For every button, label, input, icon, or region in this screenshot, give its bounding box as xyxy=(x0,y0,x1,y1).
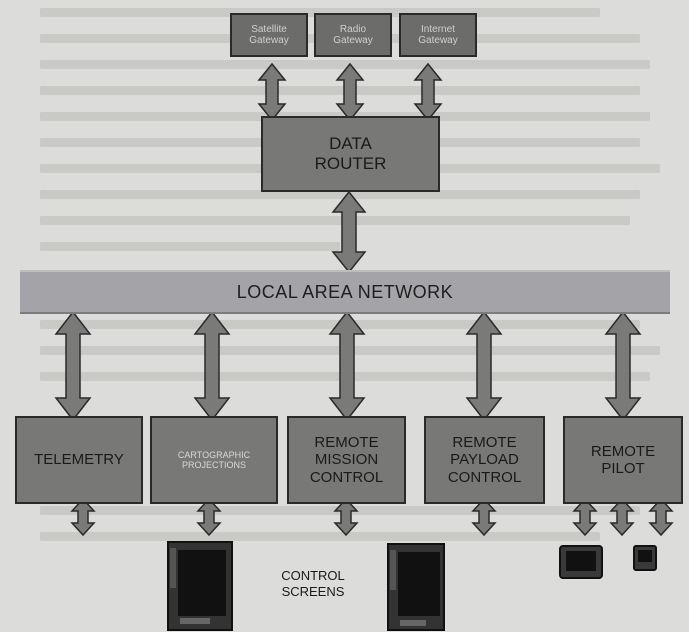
monitor-icon xyxy=(167,541,233,631)
arrow-lan-mission xyxy=(328,310,366,422)
monitor-icon xyxy=(387,543,445,631)
arrow-router-lan xyxy=(331,190,367,274)
arrow-pilot-out-3 xyxy=(649,498,673,536)
data-router-box: DATA ROUTER xyxy=(261,116,440,192)
monitor-icon xyxy=(559,545,603,579)
arrow-pilot-out-1 xyxy=(573,498,597,536)
radio-gateway-box: Radio Gateway xyxy=(314,13,392,57)
internet-gateway-label: Internet Gateway xyxy=(418,23,458,47)
arrow-telemetry-out xyxy=(71,498,95,536)
satellite-gateway-label: Satellite Gateway xyxy=(249,23,289,47)
internet-gateway-box: Internet Gateway xyxy=(399,13,477,57)
arrow-internet-router xyxy=(413,62,443,122)
local-area-network-bar: LOCAL AREA NETWORK xyxy=(20,270,670,314)
arrow-lan-telemetry xyxy=(54,310,92,422)
arrow-lan-payload xyxy=(465,310,503,422)
arrow-cartographic-out xyxy=(197,498,221,536)
arrow-payload-out xyxy=(472,498,496,536)
telemetry-label: TELEMETRY xyxy=(34,451,124,469)
remote-payload-control-label: REMOTE PAYLOAD CONTROL xyxy=(447,434,522,486)
radio-gateway-label: Radio Gateway xyxy=(333,23,373,47)
data-router-label: DATA ROUTER xyxy=(314,134,387,173)
remote-mission-control-label: REMOTE MISSION CONTROL xyxy=(309,434,384,486)
remote-mission-control-box: REMOTE MISSION CONTROL xyxy=(287,416,406,504)
arrow-pilot-out-2 xyxy=(610,498,634,536)
monitor-icon xyxy=(633,545,657,571)
satellite-gateway-box: Satellite Gateway xyxy=(230,13,308,57)
lan-label: LOCAL AREA NETWORK xyxy=(236,281,454,302)
telemetry-box: TELEMETRY xyxy=(15,416,143,504)
remote-pilot-label: REMOTE PILOT xyxy=(590,442,656,477)
cartographic-box: CARTOGRAPHIC PROJECTIONS xyxy=(150,416,278,504)
remote-payload-control-box: REMOTE PAYLOAD CONTROL xyxy=(424,416,545,504)
arrow-lan-cartographic xyxy=(193,310,231,422)
arrow-radio-router xyxy=(335,62,365,122)
control-screens-label: CONTROL SCREENS xyxy=(281,568,345,600)
arrow-satellite-router xyxy=(257,62,287,122)
arrow-lan-pilot xyxy=(604,310,642,422)
arrow-mission-out xyxy=(334,498,358,536)
cartographic-label: CARTOGRAPHIC PROJECTIONS xyxy=(177,449,251,470)
remote-pilot-box: REMOTE PILOT xyxy=(563,416,683,504)
